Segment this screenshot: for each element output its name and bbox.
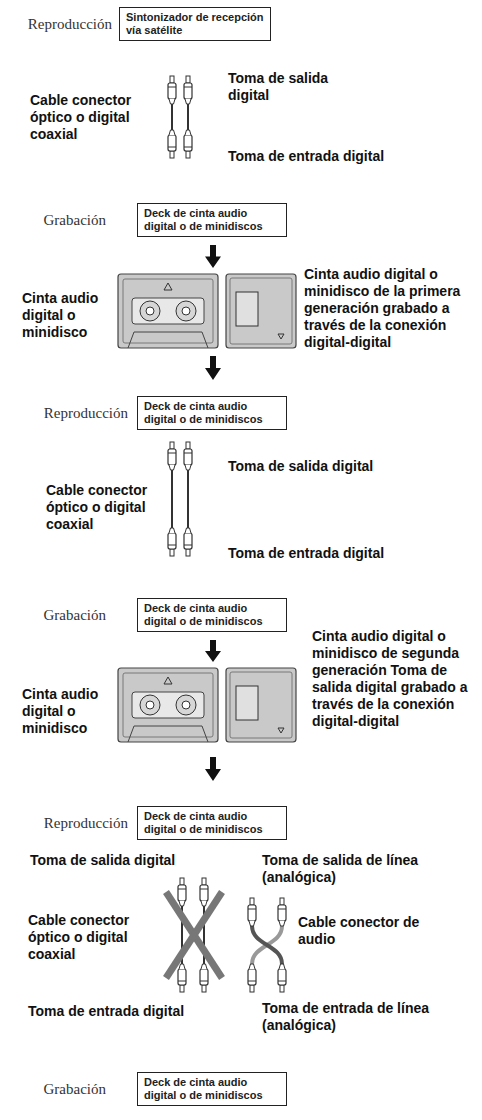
callout-label: Cable conector óptico o digital coaxial: [30, 92, 158, 143]
flow-arrow: [205, 757, 221, 781]
device-name: Deck de cinta audio digital o de minidis…: [144, 207, 280, 233]
step-heading: Reproducción: [44, 815, 128, 832]
callout-label: Cable conector óptico o digital coaxial: [28, 912, 156, 963]
device-box: GrabaciónDeck de cinta audio digital o d…: [137, 598, 287, 632]
flow-arrow: [205, 356, 221, 380]
callout-label: Cinta audio digital o minidisco de la pr…: [304, 266, 474, 351]
callout-label: Toma de entrada de línea (analógica): [262, 1000, 472, 1034]
step-heading: Grabación: [44, 212, 106, 229]
coaxial-cable: [200, 878, 208, 992]
device-name: Deck de cinta audio digital o de minidis…: [144, 602, 280, 628]
coaxial-cable: [184, 442, 192, 556]
step-heading: Reproducción: [28, 16, 112, 33]
callout-label: Toma de entrada digital: [228, 148, 458, 165]
step-heading: Grabación: [44, 1081, 106, 1098]
callout-label: Toma de salida de línea (analógica): [262, 852, 472, 886]
flow-arrow: [205, 640, 221, 662]
tape-and-minidisc: [118, 274, 296, 348]
step-heading: Grabación: [44, 607, 106, 624]
device-box: ReproducciónDeck de cinta audio digital …: [137, 396, 287, 430]
flow-arrow: [205, 245, 221, 268]
callout-label: Cable conector óptico o digital coaxial: [46, 482, 168, 533]
callout-label: Toma de entrada digital: [28, 1003, 228, 1020]
callout-label: Cinta audio digital o minidisco de segun…: [312, 628, 474, 730]
audio-cable: [248, 898, 286, 992]
step-heading: Reproducción: [44, 405, 128, 422]
device-box: GrabaciónDeck de cinta audio digital o d…: [137, 203, 287, 237]
device-name: Deck de cinta audio digital o de minidis…: [144, 1076, 280, 1102]
callout-label: Toma de salida digital: [228, 70, 340, 104]
optical-cable: [178, 878, 186, 992]
not-allowed-cross: [166, 892, 222, 978]
device-box: ReproducciónDeck de cinta audio digital …: [137, 806, 287, 840]
callout-label: Toma de salida digital: [30, 852, 230, 869]
coaxial-cable: [184, 76, 192, 158]
device-name: Deck de cinta audio digital o de minidis…: [144, 400, 280, 426]
callout-label: Toma de entrada digital: [228, 545, 458, 562]
callout-label: Cable conector de audio: [298, 914, 448, 948]
optical-cable: [168, 442, 176, 556]
tape-and-minidisc: [118, 668, 296, 742]
device-name: Deck de cinta audio digital o de minidis…: [144, 810, 280, 836]
device-box: GrabaciónDeck de cinta audio digital o d…: [137, 1072, 287, 1106]
device-name: Sintonizador de recepción vía satélite: [126, 11, 264, 37]
callout-label: Cinta audio digital o minidisco: [22, 686, 114, 737]
device-box: ReproducciónSintonizador de recepción ví…: [119, 7, 271, 41]
callout-label: Cinta audio digital o minidisco: [22, 290, 114, 341]
callout-label: Toma de salida digital: [228, 458, 458, 475]
optical-cable: [168, 76, 176, 158]
